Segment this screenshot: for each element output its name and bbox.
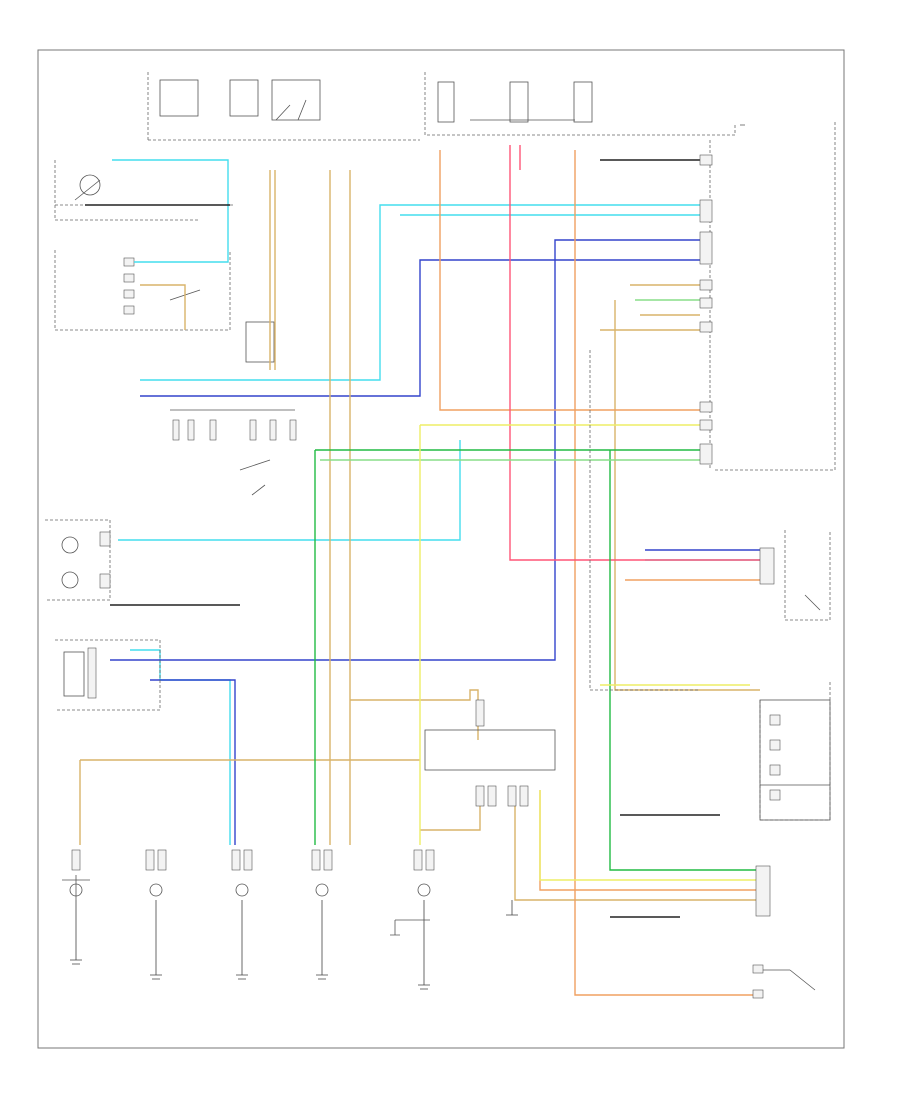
headlamp-switch	[54, 160, 235, 221]
instrument-panel-cluster	[55, 639, 161, 711]
lamp-box-right	[759, 699, 831, 821]
body-control-module	[54, 250, 231, 331]
diagram-frame	[37, 49, 845, 1049]
wire-runs	[79, 145, 760, 996]
center-module	[424, 699, 556, 807]
trailer-connector	[755, 865, 771, 917]
hazard-switch	[170, 321, 297, 496]
right-connector-block	[699, 120, 836, 471]
lamp-row	[62, 849, 518, 990]
flasher	[45, 519, 111, 601]
trailer-module	[390, 849, 435, 990]
center-lamp	[506, 900, 518, 916]
stop-lamp-switch	[752, 964, 816, 999]
right-front-turn-lamp	[145, 849, 167, 980]
right-rear-turn-lamp	[311, 849, 333, 980]
fuse-block-top-right	[424, 72, 745, 136]
left-rear-turn-lamp	[231, 849, 253, 980]
fuse-block-top-left	[147, 72, 420, 141]
hazard-lamp-indicator	[759, 680, 831, 821]
turn-signal-multifunction-switch	[589, 350, 831, 691]
left-front-turn-lamp	[62, 849, 90, 965]
